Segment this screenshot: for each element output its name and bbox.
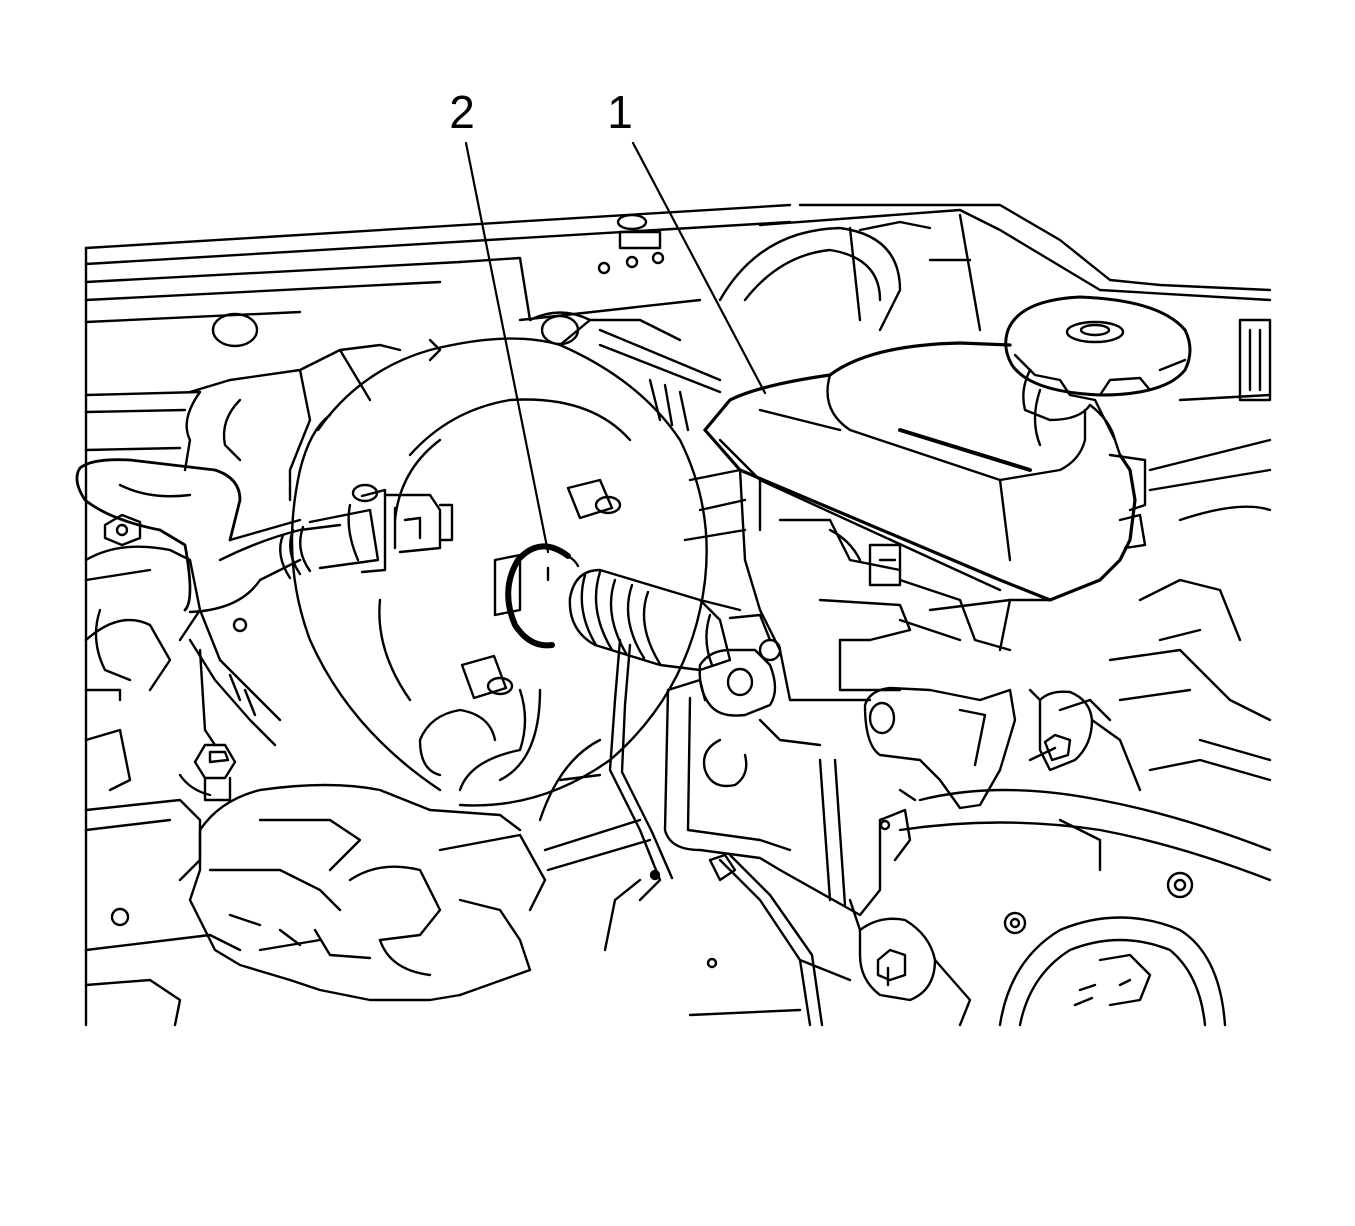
brake-lines (603, 638, 824, 1027)
strut-tower (898, 578, 1272, 1027)
upper-body-rails (84, 203, 792, 1027)
lower-bracket (663, 678, 917, 917)
vacuum-hose (75, 458, 454, 614)
left-fender-stud (178, 743, 237, 802)
leader-line-2 (464, 141, 550, 554)
master-cylinder-bore (568, 568, 772, 672)
seal-ring (505, 543, 580, 649)
lower-left-crossmember (188, 738, 652, 1002)
reservoir-cap (1004, 295, 1192, 397)
fluid-reservoir (703, 341, 1147, 602)
lower-center-stud (688, 898, 972, 1027)
brake-booster (290, 311, 747, 807)
upper-right-structure (718, 203, 1272, 522)
callout-2: 2 (449, 86, 475, 138)
callout-1: 1 (607, 86, 633, 138)
master-cylinder-body (698, 518, 1052, 810)
callout-leaders (464, 141, 767, 554)
right-strut-stud (1028, 688, 1142, 792)
left-fender-structure (84, 343, 402, 1027)
leader-line-1 (631, 141, 767, 395)
